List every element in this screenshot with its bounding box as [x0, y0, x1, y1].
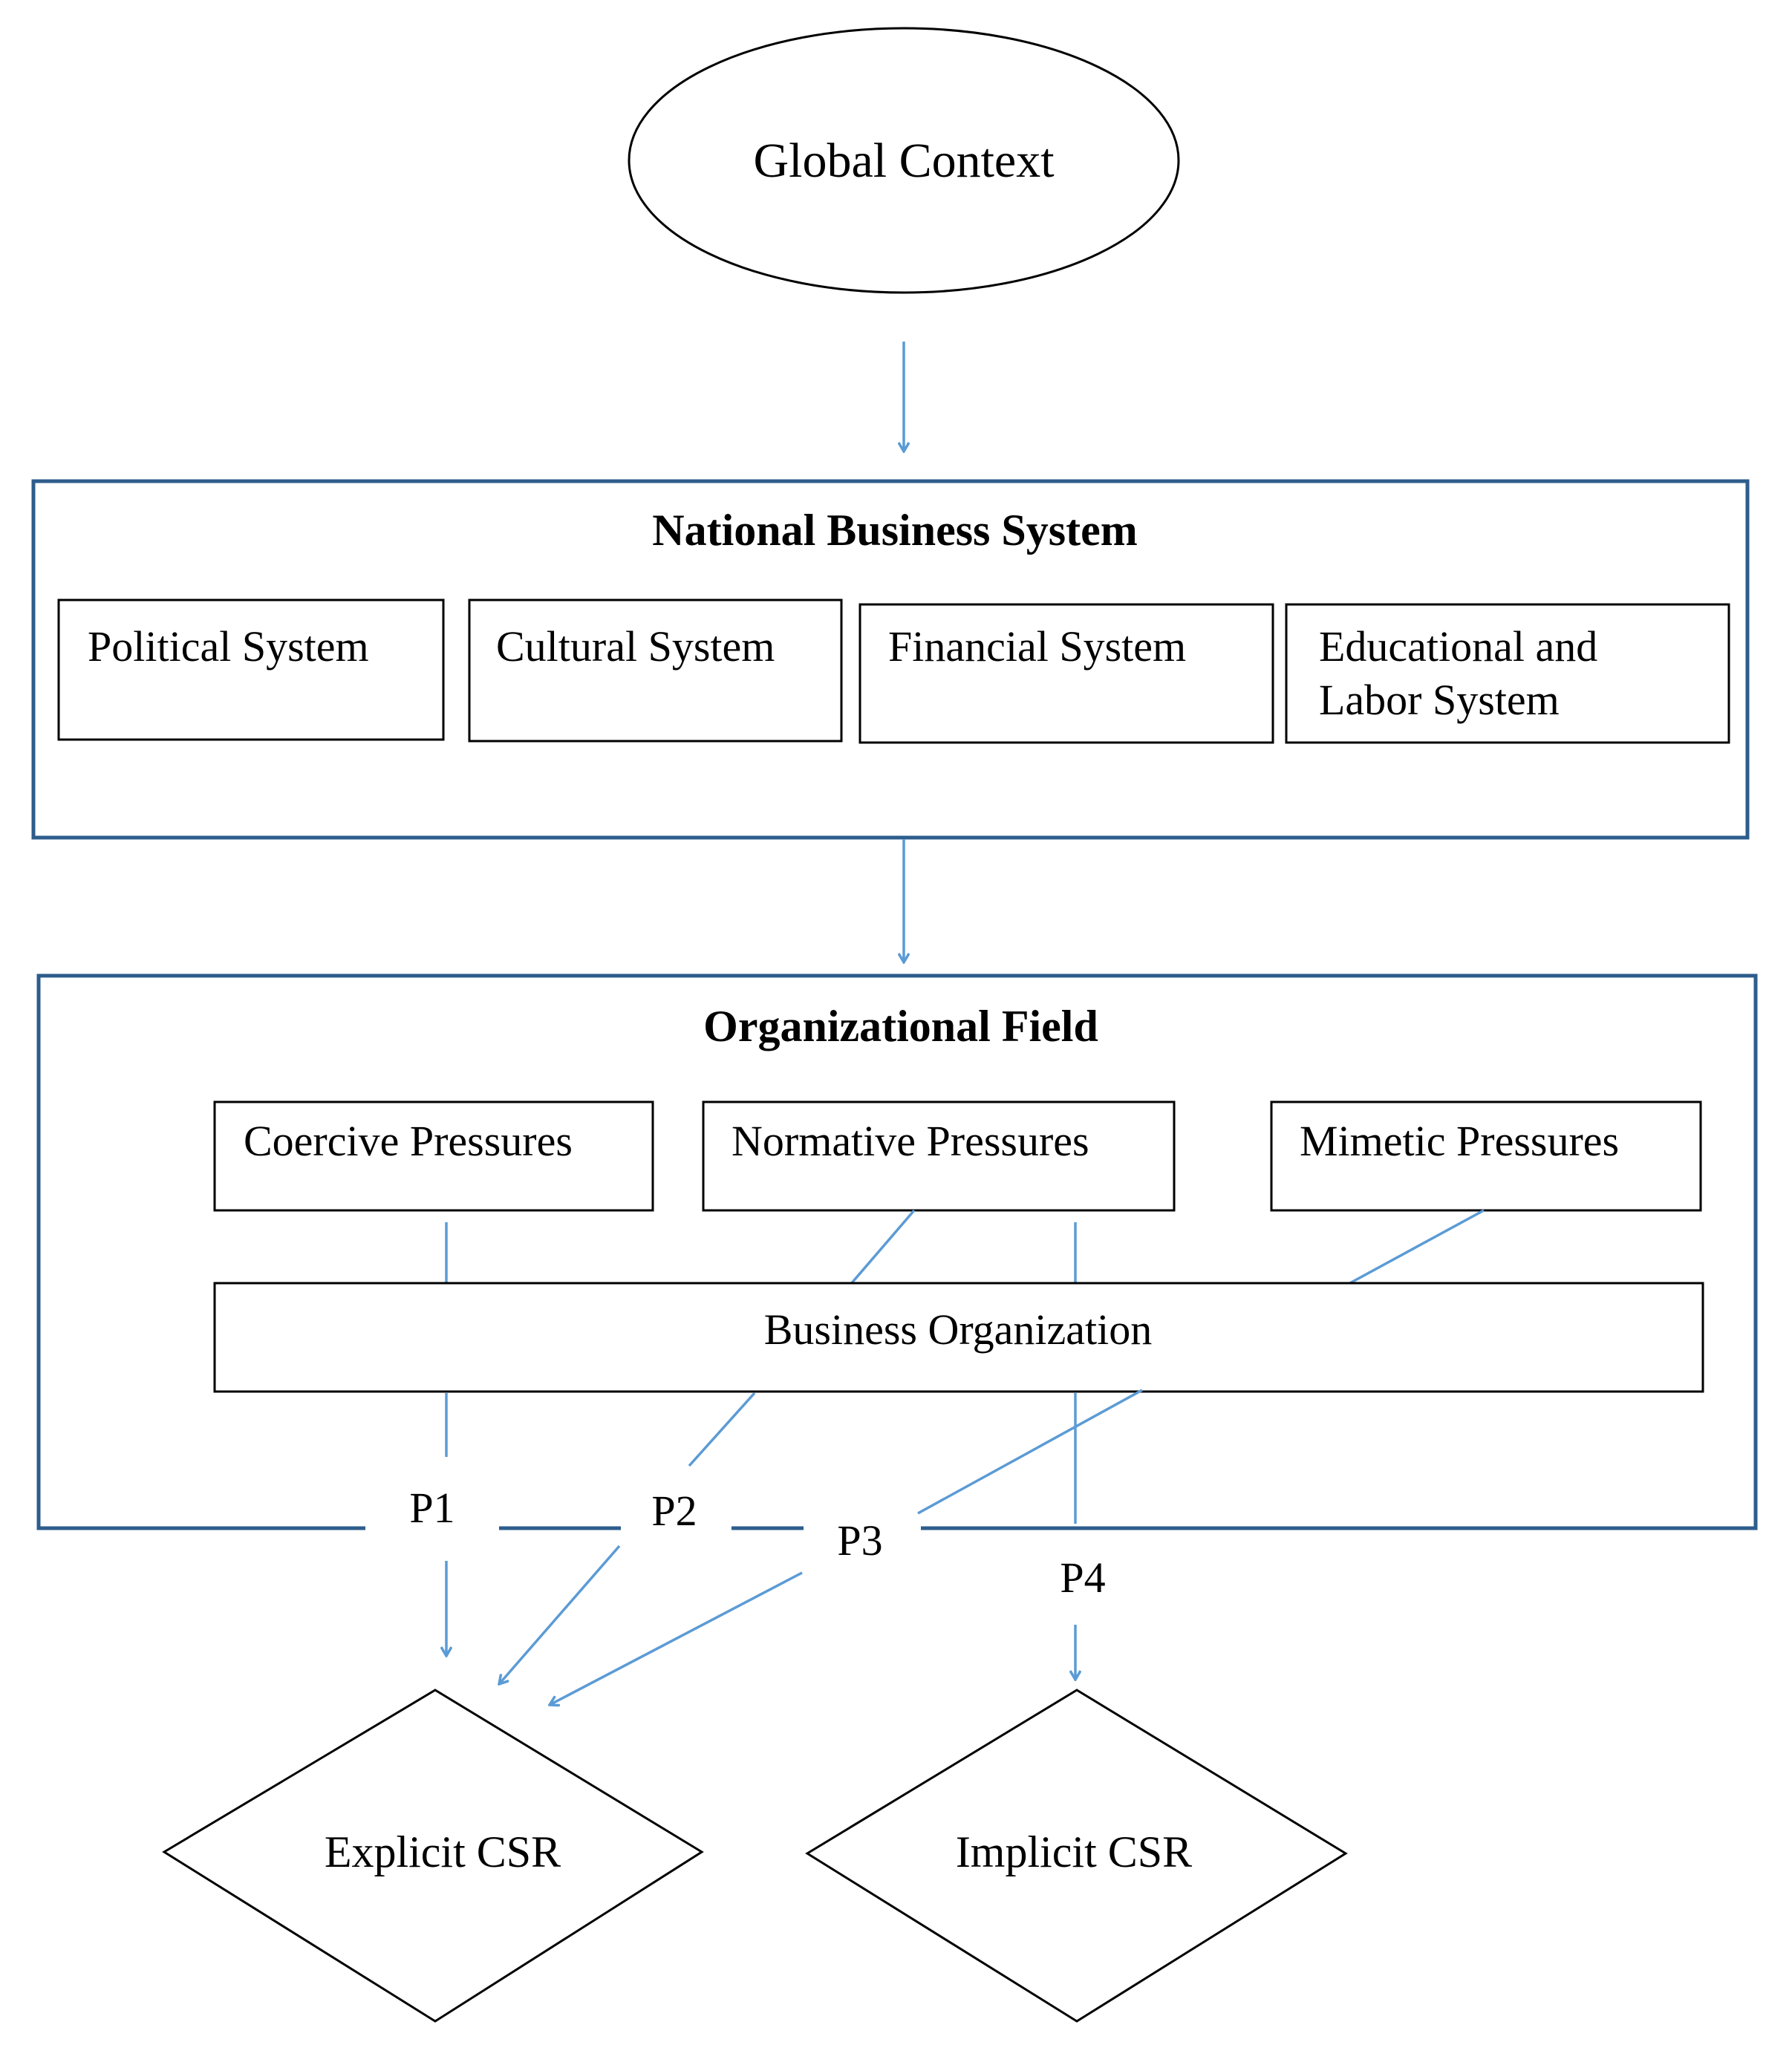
organizational-field-title: Organizational Field — [703, 1002, 1098, 1051]
global-context-node: Global Context — [628, 27, 1180, 294]
arrow-p2-to-explicit — [499, 1545, 621, 1684]
normative-pressures-box: Normative Pressures — [702, 1100, 1176, 1212]
connector-normative-to-org — [849, 1209, 916, 1286]
business-organization-box: Business Organization — [213, 1282, 1704, 1393]
financial-system-label: Financial System — [888, 622, 1186, 671]
educational-labor-system-box: Educational and Labor System — [1285, 603, 1730, 744]
connector-mimetic-to-org — [1346, 1209, 1485, 1286]
educational-labor-system-label-line1: Educational and — [1319, 622, 1597, 671]
financial-system-box: Financial System — [858, 603, 1274, 744]
national-business-system: National Business System Political Syste… — [31, 479, 1750, 840]
organizational-field: Organizational Field Coercive Pressures … — [36, 973, 1758, 1530]
normative-pressures-label: Normative Pressures — [732, 1117, 1089, 1165]
educational-labor-system-label-line2: Labor System — [1319, 676, 1560, 724]
proposition-p2-label: P2 — [651, 1487, 697, 1535]
mimetic-pressures-box: Mimetic Pressures — [1270, 1100, 1702, 1212]
explicit-csr-label: Explicit CSR — [325, 1827, 561, 1876]
line-org-to-p2 — [688, 1392, 756, 1467]
explicit-csr-node: Explicit CSR — [162, 1689, 704, 2023]
line-org-to-p3 — [917, 1389, 1143, 1515]
national-business-system-title: National Business System — [652, 506, 1137, 555]
coercive-pressures-label: Coercive Pressures — [244, 1117, 573, 1165]
proposition-p1-label: P1 — [409, 1484, 454, 1532]
cultural-system-box: Cultural System — [468, 599, 843, 743]
implicit-csr-label: Implicit CSR — [956, 1827, 1192, 1876]
mimetic-pressures-label: Mimetic Pressures — [1300, 1117, 1619, 1165]
proposition-p3-label: P3 — [837, 1516, 882, 1565]
political-system-label: Political System — [88, 622, 369, 671]
cultural-system-label: Cultural System — [496, 622, 775, 671]
global-context-label: Global Context — [753, 134, 1054, 188]
implicit-csr-node: Implicit CSR — [805, 1689, 1348, 2023]
proposition-p4-label: P4 — [1060, 1553, 1105, 1602]
coercive-pressures-box: Coercive Pressures — [213, 1100, 654, 1212]
arrow-p3-to-explicit — [550, 1571, 803, 1705]
political-system-box: Political System — [57, 599, 445, 741]
business-organization-label: Business Organization — [764, 1305, 1152, 1354]
